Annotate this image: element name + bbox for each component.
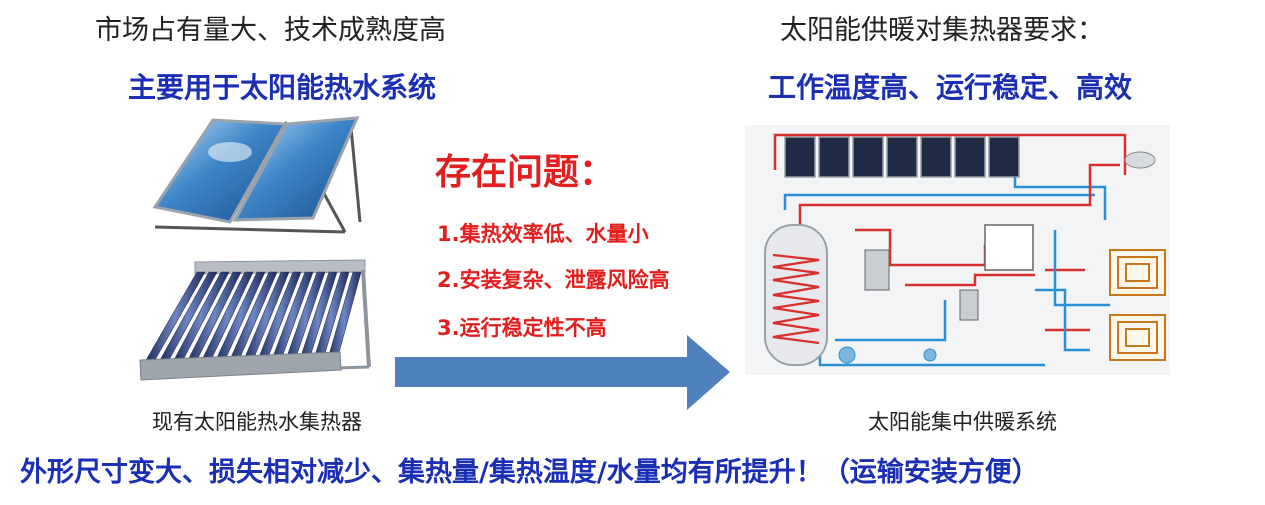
left-subtitle: 主要用于太阳能热水系统 xyxy=(128,71,437,104)
right-subtitle: 工作温度高、运行稳定、高效 xyxy=(768,71,1133,104)
problems-heading: 存在问题： xyxy=(435,152,616,193)
solar-panel xyxy=(818,136,850,178)
bottom-banner: 外形尺寸变大、损失相对减少、集热量/集热温度/水量均有所提升！（运输安装方便） xyxy=(20,457,1039,488)
right-title: 太阳能供暖对集热器要求： xyxy=(780,15,1104,46)
right-arrow xyxy=(395,335,730,410)
right-caption: 太阳能集中供暖系统 xyxy=(868,410,1057,434)
solar-panel xyxy=(886,136,918,178)
solar-collectors-illustration xyxy=(139,116,371,381)
left-caption: 现有太阳能热水集热器 xyxy=(152,410,362,434)
solar-panel xyxy=(988,136,1020,178)
collector-array xyxy=(784,136,1020,178)
controller-box xyxy=(864,224,1034,362)
storage-tank xyxy=(764,224,856,366)
solar-panel xyxy=(954,136,986,178)
problem-item: 3.运行稳定性不高 xyxy=(437,316,607,340)
problem-item: 2.安装复杂、泄露风险高 xyxy=(437,268,670,292)
solar-panel xyxy=(920,136,952,178)
solar-panel xyxy=(784,136,816,178)
floor-heating-coil xyxy=(1109,249,1166,361)
solar-panel xyxy=(852,136,884,178)
problem-item: 1.集热效率低、水量小 xyxy=(437,222,649,246)
left-title: 市场占有量大、技术成熟度高 xyxy=(95,15,446,46)
evacuated-tube-collector xyxy=(139,259,371,381)
flat-plate-collector xyxy=(152,116,362,234)
central-heating-system-diagram xyxy=(745,125,1170,375)
shower-icon xyxy=(1124,151,1156,169)
pipe-network xyxy=(773,133,1127,367)
